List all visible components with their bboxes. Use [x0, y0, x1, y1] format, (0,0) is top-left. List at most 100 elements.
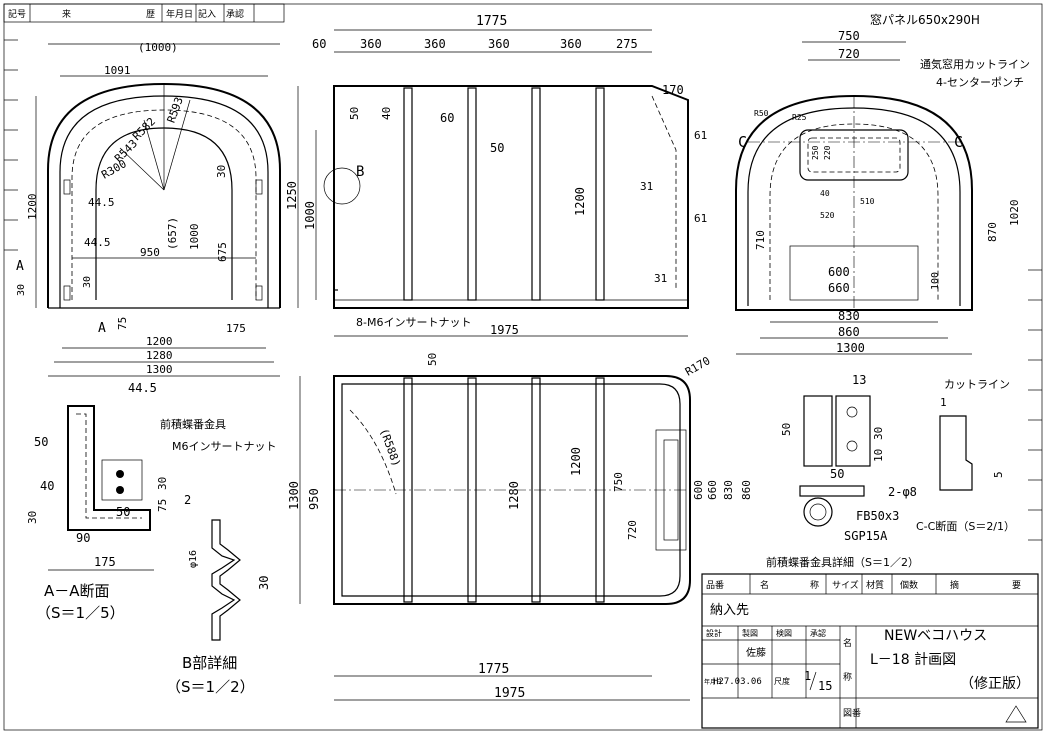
rev-col-approve: 承認: [226, 8, 244, 20]
plan-view: [333, 375, 691, 605]
tb-h-no: 品番: [706, 579, 724, 591]
revision-triangle-icon: [1005, 705, 1027, 723]
end-view-left-dims: (1000) 1091 R593 R582 R543 R300 1200 44.…: [16, 41, 280, 377]
tb-h-mat: 材質: [866, 579, 884, 591]
tb-draw: 製図: [742, 628, 758, 638]
front-40: 40: [820, 189, 830, 198]
side-1250: 1250: [285, 181, 299, 210]
rev-col-date: 年月日: [166, 8, 193, 20]
cut-title: C-C断面（S＝2/1）: [916, 519, 1015, 533]
front-1300: 1300: [836, 341, 865, 355]
tb-date-label: 年月日: [704, 678, 722, 686]
end-view-right: [735, 94, 973, 311]
b-phi16: φ16: [188, 550, 199, 568]
aa-hinge-label: 前積蝶番金具: [160, 417, 226, 431]
side-view: [323, 85, 689, 309]
aa-50: 50: [34, 435, 48, 449]
plan-660: 660: [706, 480, 719, 500]
side-nut-label: 8-M6インサートナット: [356, 316, 471, 329]
b-30: 30: [257, 576, 271, 590]
dim-1091: 1091: [104, 64, 131, 77]
dim-1200-w: 1200: [146, 335, 173, 348]
aa-30-a: 30: [156, 477, 169, 490]
side-360-4: 360: [560, 37, 582, 51]
plan-950: 950: [307, 488, 321, 510]
window-panel: 窓パネル650x290H: [870, 12, 980, 27]
hinge-sgp: SGP15A: [844, 529, 888, 543]
dim-1300-w: 1300: [146, 363, 173, 376]
aa-title: A－A断面: [44, 582, 110, 600]
side-total: 1775: [476, 14, 507, 29]
tb-revision: （修正版）: [960, 676, 1030, 692]
side-170: 170: [662, 83, 684, 97]
plan-1775: 1775: [478, 662, 509, 677]
plan-720: 720: [626, 520, 639, 540]
b-title: B部詳細: [182, 654, 237, 672]
aa-175: 175: [94, 555, 116, 569]
aa-50-b: 50: [116, 505, 130, 519]
dim-top-width: (1000): [138, 41, 178, 54]
aa-nut-label: M6インサートナット: [172, 440, 277, 453]
section-a-mark-top: A: [16, 259, 24, 274]
side-360-1: 360: [360, 37, 382, 51]
rev-col-mark: 記号: [8, 8, 26, 20]
side-275: 275: [616, 37, 638, 51]
tb-h-note: 摘: [950, 579, 959, 591]
rev-col-entry: 記入: [198, 8, 216, 20]
vent-cutline: 通気窓用カットライン: [920, 57, 1030, 71]
front-100: 100: [930, 272, 941, 290]
tb-h-name2: 称: [810, 579, 819, 591]
side-50b: 50: [490, 141, 504, 155]
front-720: 720: [838, 47, 860, 61]
front-510: 510: [860, 197, 875, 206]
side-1200: 1200: [573, 187, 587, 216]
side-40: 40: [380, 107, 393, 120]
rev-col-from: 来: [62, 9, 71, 20]
tb-h-note2: 要: [1012, 580, 1021, 591]
tb-design: 設計: [706, 628, 722, 638]
section-c-left: C: [738, 133, 747, 151]
hinge-50b: 50: [830, 467, 844, 481]
tb-product: NEWベコハウス: [884, 628, 987, 644]
revision-header: 記号 来 歴 年月日 記入 承認: [3, 3, 285, 23]
b-scale: （S＝1／2）: [166, 678, 255, 696]
side-1000: 1000: [303, 201, 317, 230]
tb-h-size: サイズ: [832, 579, 859, 591]
dim-30-left: 30: [16, 284, 27, 296]
hinge-10: 10: [872, 449, 885, 462]
side-61-b: 61: [694, 212, 707, 225]
left-scale-ticks: [4, 39, 18, 251]
hinge-30: 30: [872, 427, 885, 440]
side-50: 50: [348, 107, 361, 120]
tb-h-name: 名: [760, 579, 769, 591]
end-view-left: [47, 82, 281, 309]
dim-675: 675: [216, 242, 229, 262]
plan-1280: 1280: [507, 481, 521, 510]
section-a-mark-bottom: A: [98, 321, 106, 336]
side-31-b: 31: [654, 272, 667, 285]
tb-name-label2: 称: [843, 671, 852, 683]
aa-75: 75: [156, 499, 169, 512]
detail-b-mark: B: [356, 164, 364, 180]
tb-check: 検図: [776, 628, 792, 638]
plan-r588: (R588): [377, 427, 403, 469]
side-31-a: 31: [640, 180, 653, 193]
plan-view-dims: 50 R170 (R588) 1300 950 1280 1200 750 72…: [287, 353, 753, 701]
sheet-border: [3, 3, 1043, 731]
tb-drawing-title: L－18 計画図: [870, 652, 956, 668]
dim-r300: R300: [99, 157, 128, 182]
section-aa: 44.5 前積蝶番金具 M6インサートナット 50 40 30 30 50 75…: [26, 381, 277, 622]
plan-1975: 1975: [494, 686, 525, 701]
tb-date: H27.03.06: [713, 677, 762, 687]
dim-1000: 1000: [188, 224, 201, 251]
front-220: 220: [823, 145, 832, 160]
dim-950: 950: [140, 246, 160, 259]
center-punch: 4-センターポンチ: [936, 76, 1024, 89]
tb-scale-den: 15: [818, 679, 832, 693]
front-830: 830: [838, 309, 860, 323]
dim-30-inner: 30: [82, 276, 93, 288]
dim-44-5-b: 44.5: [84, 236, 111, 249]
dim-r593: R593: [165, 95, 186, 124]
dim-657: (657): [166, 217, 179, 250]
